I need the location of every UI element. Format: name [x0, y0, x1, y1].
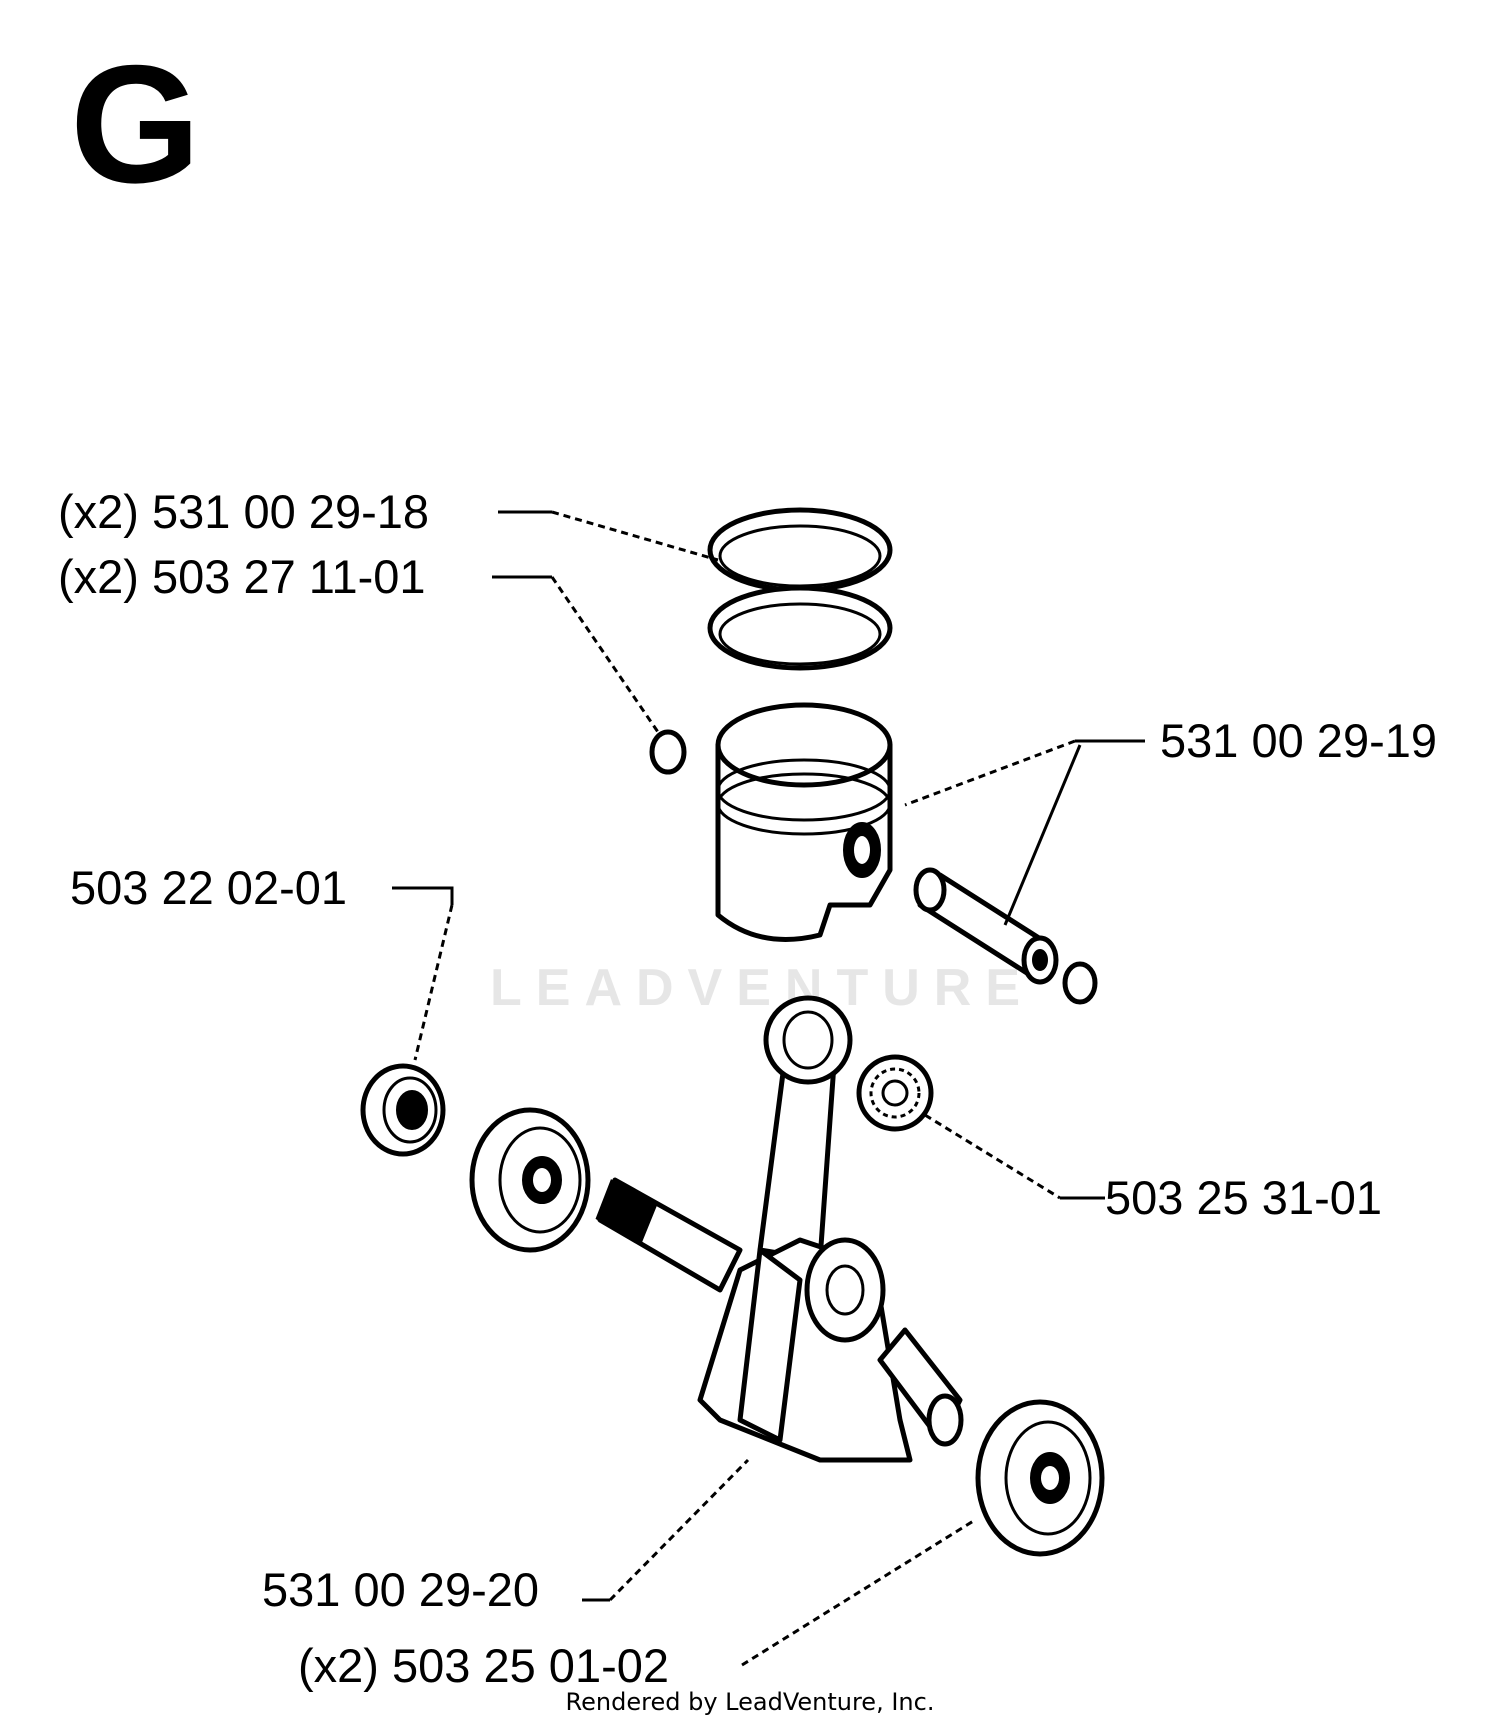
footer-credit: Rendered by LeadVenture, Inc.	[565, 1688, 935, 1716]
part-label-piston-ring: (x2) 531 00 29-18	[58, 485, 430, 538]
part-label-needle-bearing: 503 25 31-01	[1105, 1171, 1383, 1224]
circlip-drawing	[649, 729, 687, 775]
section-letter: G	[70, 30, 201, 218]
part-label-ball-bearing: (x2) 503 25 01-02	[298, 1639, 670, 1692]
crankshaft-drawing	[595, 995, 964, 1463]
ball-bearing-left-drawing	[469, 1107, 591, 1253]
part-label-piston-kit: 531 00 29-19	[1160, 714, 1438, 767]
part-label-circlip: (x2) 503 27 11-01	[58, 550, 426, 603]
piston-ring-drawing	[707, 507, 893, 671]
circlip-right-drawing	[1062, 961, 1098, 1005]
piston-drawing	[715, 702, 893, 942]
leadventure-watermark: LEADVENTURE	[490, 959, 1035, 1017]
leader-lines	[392, 510, 1145, 1667]
piston-pin-drawing	[913, 867, 1059, 985]
part-label-seal: 503 22 02-01	[70, 861, 348, 914]
ball-bearing-right-drawing	[975, 1399, 1105, 1557]
needle-bearing-drawing	[856, 1054, 934, 1132]
part-label-crankshaft: 531 00 29-20	[262, 1563, 540, 1616]
seal-drawing	[360, 1063, 446, 1157]
